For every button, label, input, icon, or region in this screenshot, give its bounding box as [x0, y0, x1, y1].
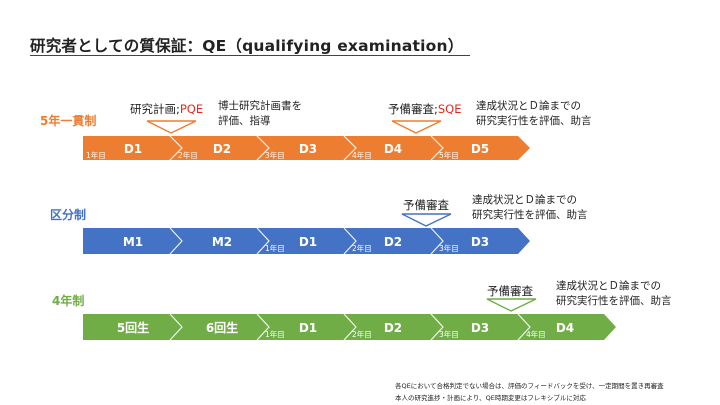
year-mark: 1年目 [265, 329, 285, 339]
track-label-4year: 4年制 [52, 294, 85, 308]
stage-label: D4 [384, 142, 402, 156]
stage-label: D2 [384, 235, 402, 249]
stage-label: D1 [299, 321, 317, 335]
stage-label: D3 [471, 235, 489, 249]
segment-chevron [169, 313, 183, 341]
exam-marker-sqe [391, 120, 442, 134]
track-bar-4year [83, 314, 616, 340]
exam-marker-preliminary [486, 298, 537, 312]
year-mark: 4年目 [526, 329, 546, 339]
footnote: 本人の研究進捗・計画により、QE時期変更はフレキシブルに対応 [395, 394, 586, 402]
year-mark: 1年目 [265, 243, 285, 253]
segment-chevron [256, 135, 270, 161]
preliminary-exam-note: 達成状況とＤ論までの 研究実行性を評価、助言 [472, 194, 588, 222]
stage-label: D1 [299, 235, 317, 249]
year-mark: 4年目 [352, 150, 372, 160]
preliminary-exam-label: 予備審査 [487, 284, 533, 298]
preliminary-exam-label: 予備審査 [403, 198, 449, 212]
stage-label: 6回生 [206, 320, 238, 335]
track-label-separated: 区分制 [50, 208, 87, 222]
stage-label: D4 [556, 321, 574, 335]
title-underline [30, 55, 470, 56]
stage-label: 5回生 [117, 320, 149, 335]
year-mark: 3年目 [439, 243, 459, 253]
year-mark: 3年目 [439, 329, 459, 339]
year-mark: 2年目 [178, 150, 198, 160]
footnote: 各QEにおいて合格判定でない場合は、評価のフィードバックを受け、一定期間を置き再… [395, 382, 664, 390]
stage-label: D2 [213, 142, 231, 156]
segment-chevron [169, 227, 183, 255]
preliminary-exam-note: 達成状況とＤ論までの 研究実行性を評価、助言 [556, 280, 672, 308]
year-mark: 2年目 [352, 243, 372, 253]
sqe-note: 達成状況とＤ論までの 研究実行性を評価、助言 [476, 100, 592, 128]
track-bar-5year [83, 136, 530, 160]
segment-chevron [430, 313, 444, 341]
stage-label: D1 [124, 142, 142, 156]
segment-chevron [430, 135, 444, 161]
stage-label: D3 [471, 321, 489, 335]
track-label-5year: 5年一貫制 [40, 114, 97, 128]
segment-chevron [256, 227, 270, 255]
pqe-note: 博士研究計画書を 評価、指導 [218, 100, 302, 128]
year-mark: 1年目 [86, 150, 106, 160]
year-mark: 2年目 [352, 329, 372, 339]
year-mark: 3年目 [265, 150, 285, 160]
segment-chevron [169, 135, 183, 161]
stage-label: M2 [212, 235, 232, 249]
segment-chevron [343, 313, 357, 341]
segment-chevron [256, 313, 270, 341]
stage-label: D3 [299, 142, 317, 156]
track-bar-separated [83, 228, 530, 254]
stage-label: M1 [123, 235, 143, 249]
stage-label: D2 [384, 321, 402, 335]
segment-chevron [430, 227, 444, 255]
segment-chevron [343, 135, 357, 161]
segment-chevron [343, 227, 357, 255]
slide-title: 研究者としての質保証：QE（qualifying examination） [30, 37, 464, 55]
exam-marker-preliminary [401, 213, 452, 227]
sqe-label: 予備審査;SQE [388, 102, 462, 116]
stage-label: D5 [471, 142, 489, 156]
pqe-label: 研究計画;PQE [130, 102, 204, 116]
year-mark: 5年目 [439, 150, 459, 160]
segment-chevron [517, 313, 531, 341]
exam-marker-pqe [146, 120, 197, 134]
